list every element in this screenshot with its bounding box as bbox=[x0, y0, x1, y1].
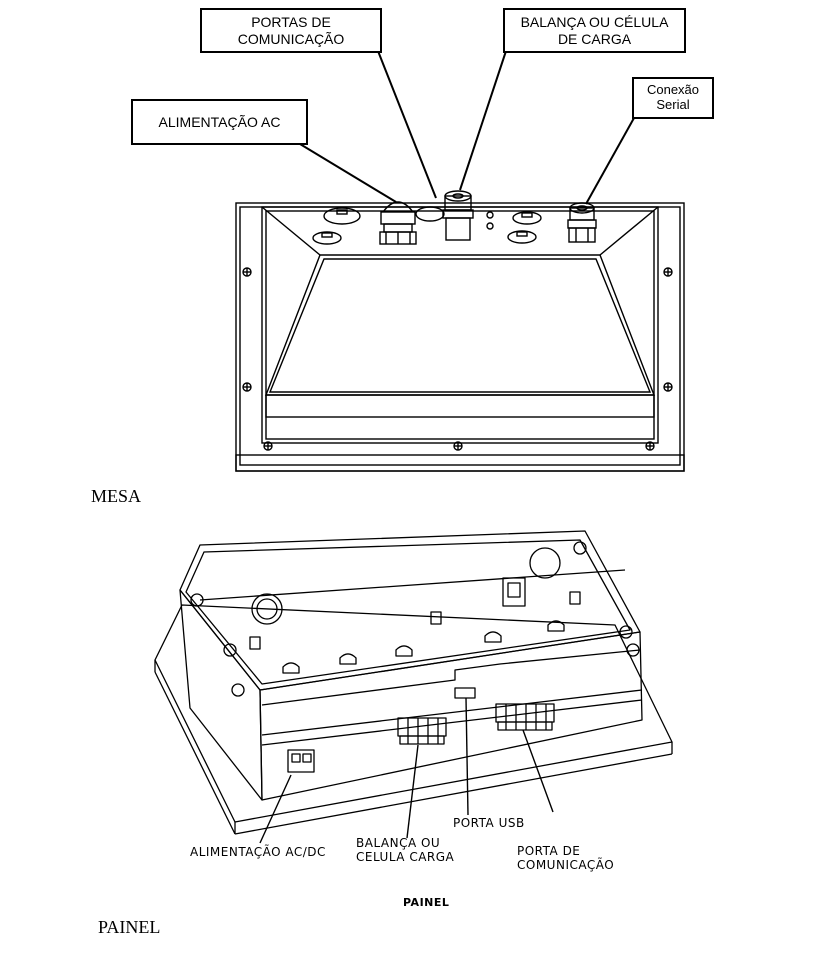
callout-line: Conexão bbox=[646, 82, 700, 98]
caption-painel: PAINEL bbox=[98, 917, 161, 937]
callout-conexao-serial: Conexão Serial bbox=[632, 77, 714, 119]
caption-mesa: MESA bbox=[91, 486, 142, 506]
label-line: BALANÇA OU bbox=[356, 836, 441, 850]
callout-line: DE CARGA bbox=[557, 30, 632, 47]
painel-drawing-subtitle: PAINEL bbox=[403, 896, 450, 909]
label-porta-usb: PORTA USB bbox=[453, 816, 525, 830]
callout-line: COMUNICAÇÃO bbox=[237, 30, 345, 47]
callout-line: BALANÇA OU CÉLULA bbox=[520, 14, 669, 31]
label-balanca-celula-carga: BALANÇA OU CELULA CARGA bbox=[356, 836, 454, 865]
callout-line: Serial bbox=[656, 97, 690, 112]
callout-alimentacao-ac: ALIMENTAÇÃO AC bbox=[131, 99, 308, 145]
label-line: PORTA DE bbox=[517, 844, 581, 858]
callout-portas-de-comunicacao: PORTAS DE COMUNICAÇÃO bbox=[200, 8, 382, 53]
label-line: COMUNICAÇÃO bbox=[517, 858, 615, 873]
label-line: CELULA CARGA bbox=[356, 850, 455, 865]
label-porta-de-comunicacao: PORTA DE COMUNICAÇÃO bbox=[517, 844, 614, 873]
callout-balanca-celula-de-carga: BALANÇA OU CÉLULA DE CARGA bbox=[503, 8, 686, 53]
callout-line: PORTAS DE bbox=[251, 14, 331, 31]
label-alimentacao-ac-dc: ALIMENTAÇÃO AC/DC bbox=[190, 845, 326, 859]
callout-line: ALIMENTAÇÃO AC bbox=[158, 113, 281, 130]
